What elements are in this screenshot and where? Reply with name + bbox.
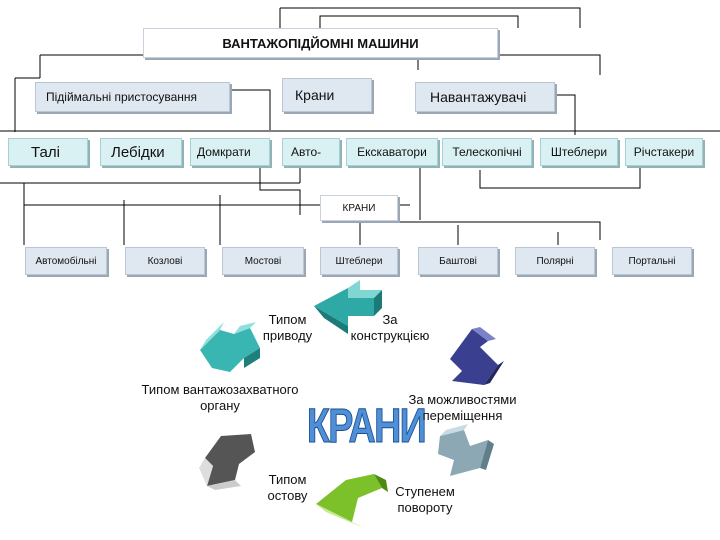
row2-item: Талі [8, 138, 88, 166]
group-label: Підіймальні пристосування [46, 90, 198, 104]
dark-gray-arrow-left-icon [199, 434, 255, 490]
teal-arrow-top-icon [314, 280, 382, 334]
row3-label: Автомобільні [35, 255, 97, 267]
row2-item: Домкрати [190, 138, 270, 166]
row3-label: Штеблери [335, 255, 383, 267]
cranes-subtitle-box: КРАНИ [320, 195, 398, 221]
teal-arrow-left-icon [200, 322, 260, 372]
row2-label: Штеблери [550, 145, 608, 159]
row3-label: Полярні [536, 255, 574, 267]
row3-label: Баштові [439, 255, 477, 267]
gray-blue-arrow-right-icon [438, 424, 494, 476]
group-cranes: Крани [282, 78, 372, 112]
row3-label: Мостові [244, 255, 282, 267]
group-label: Навантажувачі [430, 89, 527, 105]
label-grip: Типом вантажозахватного органу [141, 382, 299, 413]
row3-label: Козлові [147, 255, 183, 267]
green-arrow-bottom-icon [316, 474, 388, 528]
row2-item: Лебідки [100, 138, 182, 166]
row2-label: Домкрати [197, 145, 251, 159]
navy-arrow-right-icon [450, 327, 504, 385]
group-lifting-devices: Підіймальні пристосування [35, 82, 230, 112]
label-frame: Типом остову [267, 472, 308, 503]
row2-item: Телескопічні [442, 138, 532, 166]
cranes-subtitle: КРАНИ [342, 202, 376, 214]
row3-item: Портальні [612, 247, 692, 275]
row2-label: Річстакери [633, 145, 695, 159]
row2-item: Штеблери [540, 138, 618, 166]
row3-item: Мостові [222, 247, 304, 275]
row2-item: Річстакери [625, 138, 703, 166]
label-rotation: Ступенем повороту [395, 484, 455, 515]
row2-label: Авто- [291, 145, 322, 159]
row2-label: Телескопічні [452, 145, 522, 159]
label-drive: Типом приводу [262, 312, 313, 343]
label-movement: За можливостями переміщення [408, 392, 517, 423]
row2-label: Лебідки [111, 143, 165, 161]
label-construction: За конструкцією [350, 312, 430, 343]
group-label: Крани [295, 87, 335, 103]
row2-item: Екскаватори [346, 138, 438, 166]
row2-label: Екскаватори [357, 145, 427, 159]
row3-item: Баштові [418, 247, 498, 275]
row2-label: Талі [31, 143, 60, 161]
main-title: ВАНТАЖОПІДЙОМНІ МАШИНИ [222, 35, 419, 51]
row3-item: Автомобільні [25, 247, 107, 275]
row3-item: Штеблери [320, 247, 398, 275]
group-loaders: Навантажувачі [415, 82, 555, 112]
row2-item: Авто- [282, 138, 340, 166]
row3-item: Козлові [125, 247, 205, 275]
main-title-box: ВАНТАЖОПІДЙОМНІ МАШИНИ [143, 28, 498, 58]
row3-item: Полярні [515, 247, 595, 275]
row3-label: Портальні [628, 255, 676, 267]
center-cranes-word: КРАНИ [306, 397, 427, 453]
